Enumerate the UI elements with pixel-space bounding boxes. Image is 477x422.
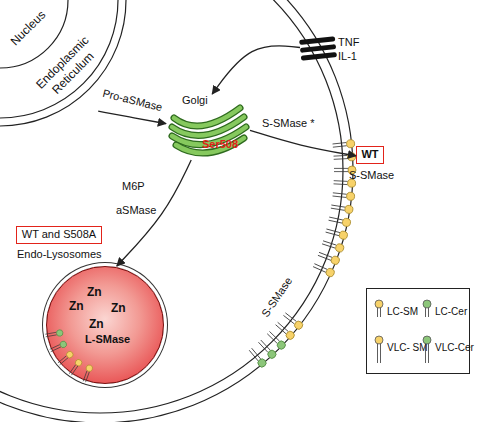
flow-arrow — [117, 160, 191, 266]
lipid-symbol — [57, 350, 75, 366]
variant-box: WTS-SMase — [356, 146, 384, 164]
node-label: Endo-Lysosomes — [17, 248, 102, 260]
flow-arrow — [250, 130, 356, 156]
membrane-lipids — [247, 139, 356, 368]
lipid-symbol — [321, 239, 344, 253]
lipid-symbol — [266, 330, 287, 351]
variant-box: WT and S508A — [16, 226, 102, 244]
golgi-cisterna — [176, 138, 244, 153]
lipid-tail — [377, 344, 378, 363]
legend-swatch — [375, 336, 383, 344]
legend-lipid — [421, 335, 433, 367]
annotation-label: M6P — [122, 180, 145, 192]
lipid-symbol — [81, 364, 93, 383]
lipid-symbol — [328, 215, 351, 227]
legend-label: LC-SM — [387, 306, 418, 317]
node-label: Golgi — [182, 94, 208, 106]
golgi-cisterna — [176, 138, 244, 153]
lipid-symbol — [332, 190, 355, 200]
edge-label: Pro-aSMase — [101, 87, 163, 113]
flow-arrow — [212, 46, 300, 94]
node-label: WT — [357, 147, 383, 162]
legend-entry: VLC-Cer — [421, 335, 469, 369]
node-label: L-SMase — [85, 333, 130, 345]
node-label: Zn — [111, 301, 126, 315]
legend-lipid — [373, 299, 385, 331]
legend-entry: LC-Cer — [421, 299, 469, 333]
er-membrane — [0, 0, 118, 118]
node-label: Ser508 — [202, 138, 238, 150]
node-label: Zn — [69, 299, 84, 313]
lysosome: Endo-LysosomesZnZnZnZnL-SMase — [46, 266, 164, 384]
receptor: TNF IL-1 — [300, 34, 372, 64]
lipid-symbol — [282, 311, 304, 331]
lipid-tail — [428, 344, 429, 363]
edge-label: S-SMase * — [262, 117, 315, 129]
lipid-symbol — [330, 203, 353, 214]
er-region: Endoplasmic Reticulum — [25, 25, 111, 111]
lipid-symbol — [312, 262, 335, 278]
legend-swatch — [423, 336, 431, 344]
node-label: Nucleus — [5, 5, 50, 50]
golgi-cisterna — [174, 108, 240, 126]
legend-entry: VLC- SM — [373, 335, 421, 369]
golgi-stack — [172, 108, 246, 153]
flow-arrow — [98, 111, 166, 124]
lipid-tail — [377, 308, 378, 317]
annotation-label: S-SMase — [259, 275, 294, 319]
plasma-membrane — [0, 0, 343, 413]
nucleus-region: Nucleus — [5, 5, 50, 50]
node-label: Zn — [89, 317, 104, 331]
receptor-symbol — [299, 36, 337, 61]
lipid-symbol — [317, 250, 340, 265]
er-membrane — [0, 0, 126, 126]
node-label: TNF IL-1 — [338, 35, 372, 63]
legend-entry: LC-SM — [373, 299, 421, 333]
lipid-symbol — [325, 227, 348, 240]
lipid-symbol — [333, 153, 355, 162]
golgi-cisterna — [174, 108, 240, 126]
golgi-apparatus: GolgiSer508 — [166, 94, 250, 160]
lipid-tail — [428, 308, 429, 317]
legend-label: LC-Cer — [435, 306, 467, 317]
legend-swatch — [375, 300, 383, 308]
lipid-symbol — [68, 358, 83, 376]
lipid-symbol — [247, 347, 267, 369]
legend-swatch — [423, 300, 431, 308]
lipid-tail — [380, 308, 381, 317]
plasma-membrane — [0, 0, 353, 422]
lipid-symbol — [274, 320, 296, 340]
legend-lipid — [373, 335, 385, 367]
golgi-cisterna — [172, 117, 244, 135]
legend-label: VLC-Cer — [435, 342, 474, 353]
lipid-symbol — [332, 139, 355, 149]
node-label: WT and S508A — [17, 227, 101, 242]
receptor-bar — [299, 36, 335, 45]
node-label: Endoplasmic Reticulum — [26, 26, 111, 111]
lipid-symbol — [257, 338, 278, 360]
legend-label: VLC- SM — [387, 342, 428, 353]
lipid-symbol — [45, 329, 63, 338]
lipid-tail — [425, 344, 426, 363]
lipid-tail — [380, 344, 381, 363]
node-label: S-SMase — [349, 169, 394, 181]
node-label: Zn — [87, 285, 102, 299]
legend-lipid — [421, 299, 433, 331]
legend-box: LC-SM LC-CerVLC- SMVLC-Cer — [366, 288, 470, 374]
lipid-tail — [425, 308, 426, 317]
receptor-bar — [301, 52, 337, 61]
receptor-bar — [300, 44, 336, 53]
lipid-symbol — [49, 340, 68, 353]
golgi-cisterna — [172, 117, 244, 135]
edge-label: aSMase — [116, 204, 156, 216]
